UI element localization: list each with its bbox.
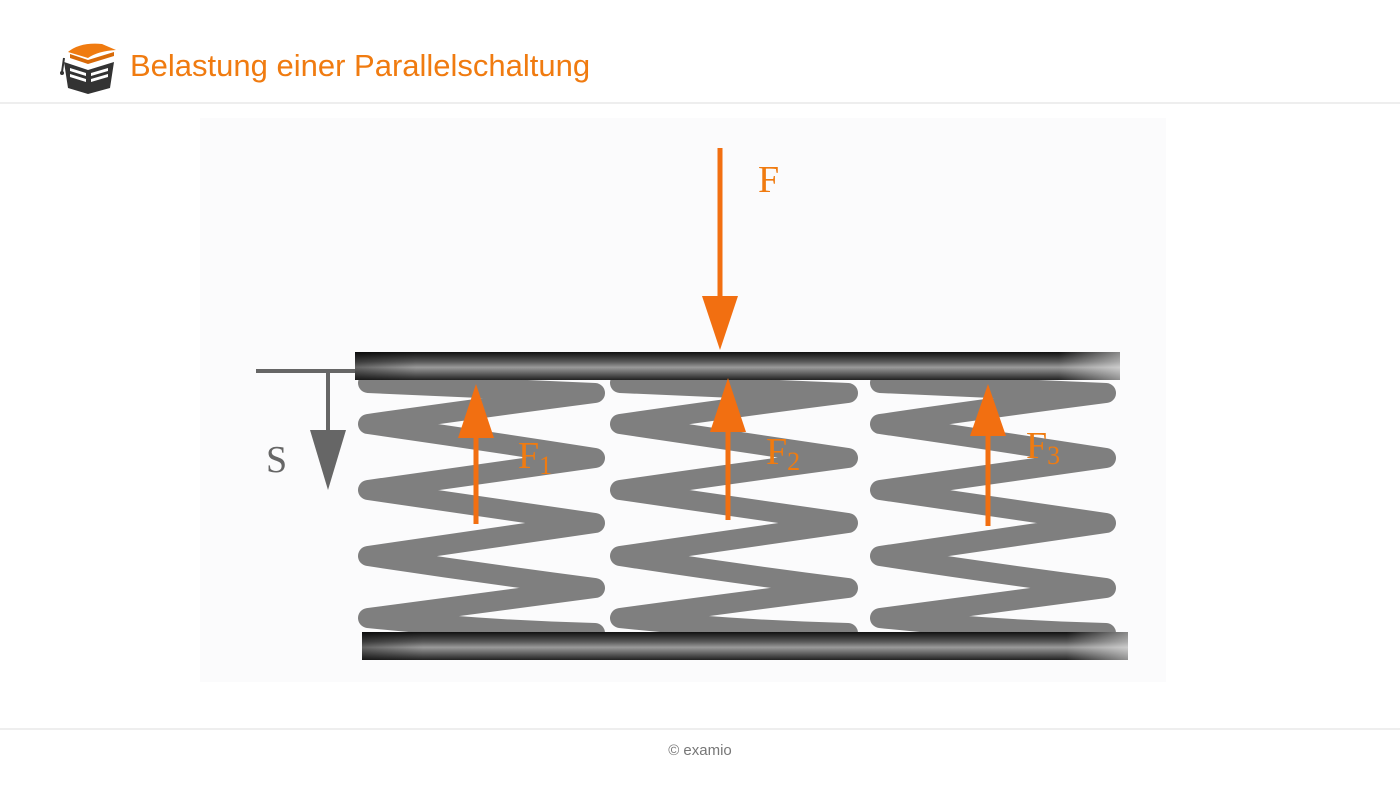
force-label-f3: F3 [1026,425,1060,470]
force-label-f1-letter: F [518,435,539,477]
force-label-f3-subscript: 3 [1047,441,1060,470]
header-bar: Belastung einer Parallelschaltung [0,0,1400,104]
force-label-f3-letter: F [1026,425,1047,467]
force-arrow-f3 [970,384,1006,526]
force-label-f2-subscript: 2 [787,447,800,476]
bottom-plate [362,632,1128,660]
force-label-f1: F1 [518,435,552,480]
displacement-arrow [256,369,355,490]
force-arrow-f2 [710,378,746,520]
displacement-label: S [266,439,287,481]
force-arrow-f [702,148,738,350]
graduation-cap-logo-icon [60,43,116,94]
force-label-f2-letter: F [766,431,787,473]
force-label-f1-subscript: 1 [539,451,552,480]
page-title: Belastung einer Parallelschaltung [130,48,591,83]
force-label-f2: F2 [766,431,800,476]
copyright-text: © examio [668,742,732,759]
top-plate [355,352,1120,380]
force-arrow-f1 [458,384,494,524]
force-label: F [758,159,779,201]
spring-parallel-diagram: S F F1 F2 F3 [200,118,1166,682]
footer-bar: © examio [0,728,1400,787]
